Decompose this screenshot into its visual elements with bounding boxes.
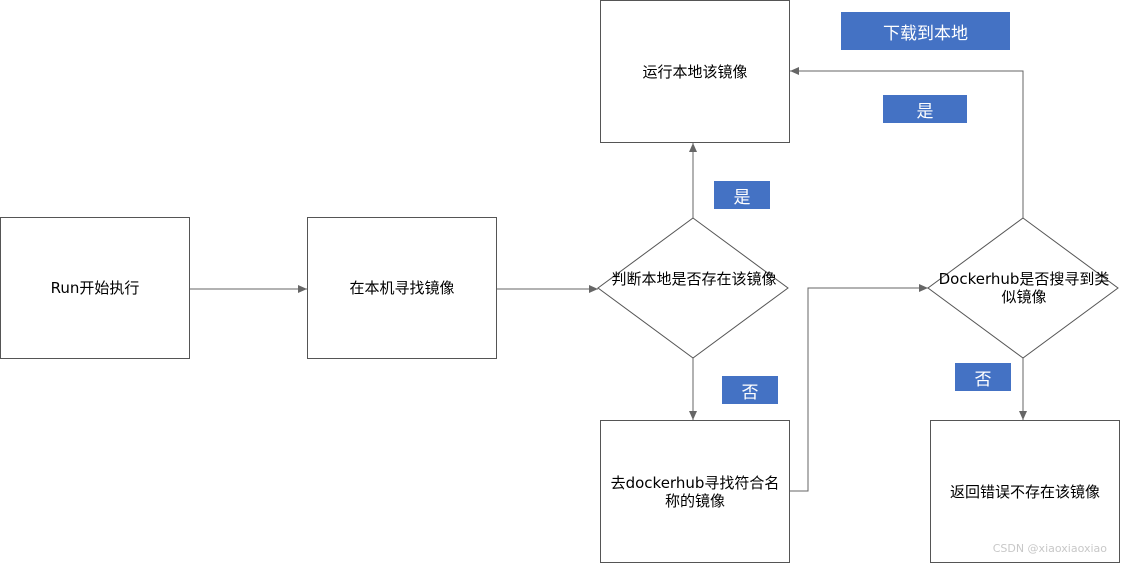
diamond-check-local <box>597 217 789 359</box>
arrow-search-to-checkhub <box>790 284 928 492</box>
tag-no-hub: 否 <box>955 363 1011 391</box>
error-label: 返回错误不存在该镜像 <box>949 482 1100 501</box>
diamond-check-hub <box>927 217 1119 359</box>
check-local-label: 判断本地是否存在该镜像 <box>611 270 777 288</box>
tag-yes-local: 是 <box>714 181 770 209</box>
tag-download: 下载到本地 <box>841 12 1010 50</box>
search-hub-node: 去dockerhub寻找符合名称的镜像 <box>600 420 790 563</box>
run-local-node: 运行本地该镜像 <box>600 0 790 143</box>
search-hub-label: 去dockerhub寻找符合名称的镜像 <box>610 473 780 510</box>
start-label: Run开始执行 <box>50 279 140 297</box>
run-local-label: 运行本地该镜像 <box>642 62 748 81</box>
find-local-label: 在本机寻找镜像 <box>349 279 455 297</box>
watermark: CSDN @xiaoxiaoxiao <box>992 542 1107 555</box>
arrow-checkhub-to-run <box>790 67 1024 218</box>
find-local-node: 在本机寻找镜像 <box>307 217 497 359</box>
start-node: Run开始执行 <box>0 217 190 359</box>
tag-yes-hub: 是 <box>883 95 967 123</box>
check-hub-label: Dockerhub是否搜寻到类似镜像 <box>938 270 1110 306</box>
error-node: 返回错误不存在该镜像 <box>930 420 1120 563</box>
tag-no-local: 否 <box>722 376 778 404</box>
